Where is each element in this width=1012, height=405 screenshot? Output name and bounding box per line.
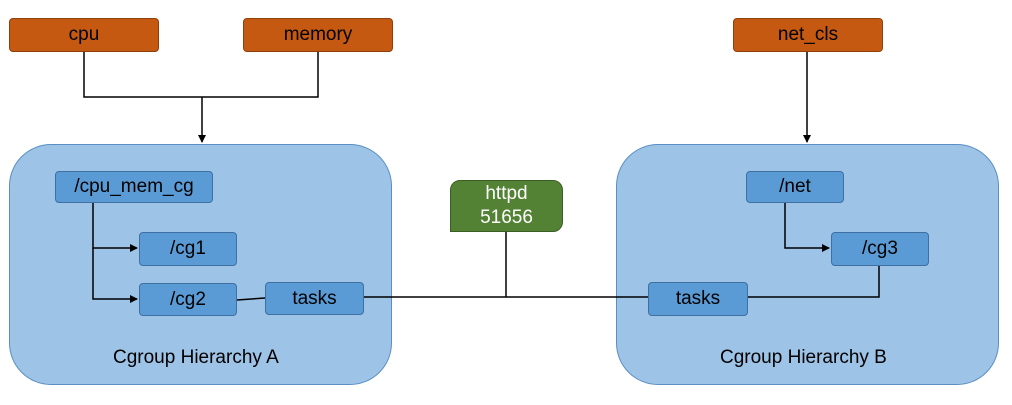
cg2-to-tasks-a-line: [236, 297, 266, 301]
net-node: /net: [746, 171, 844, 203]
cg1-node: /cg1: [139, 232, 237, 266]
cpu-mem-cg-label: /cpu_mem_cg: [74, 176, 194, 197]
memory-subsystem: memory: [243, 18, 393, 52]
root-to-cg2-arrow: [92, 248, 138, 303]
tasks-b-label: tasks: [675, 288, 721, 309]
net-to-cg3-arrow: [784, 203, 830, 252]
cg1-label: /cg1: [170, 238, 206, 259]
process-pid: 51656: [480, 207, 533, 228]
net-cls-subsystem: net_cls: [733, 18, 883, 52]
net-cls-subsystem-label: net_cls: [777, 24, 839, 45]
root-to-cg1-arrow: [92, 203, 138, 252]
memory-connector: [202, 52, 319, 98]
cpu-connector: [83, 52, 202, 98]
cpu-subsystem-label: cpu: [68, 24, 100, 45]
cg3-to-tasks-b-line: [748, 266, 880, 298]
cg3-label: /cg3: [862, 238, 898, 259]
cg2-node: /cg2: [139, 283, 237, 316]
process-name: httpd: [485, 183, 528, 204]
hierarchy-a-label: Cgroup Hierarchy A: [113, 347, 279, 368]
httpd-process: httpd 51656: [450, 180, 563, 232]
cg2-label: /cg2: [170, 288, 206, 310]
cg3-node: /cg3: [831, 232, 929, 266]
tasks-a-label: tasks: [292, 287, 337, 309]
tasks-a-node: tasks: [265, 282, 364, 315]
hierarchy-b-label: Cgroup Hierarchy B: [720, 347, 887, 368]
tasks-b-node: tasks: [648, 282, 748, 316]
cpu-mem-cg-node: /cpu_mem_cg: [55, 171, 213, 203]
net-label: /net: [779, 176, 811, 197]
memory-subsystem-label: memory: [283, 24, 353, 45]
cpu-subsystem: cpu: [9, 18, 159, 52]
